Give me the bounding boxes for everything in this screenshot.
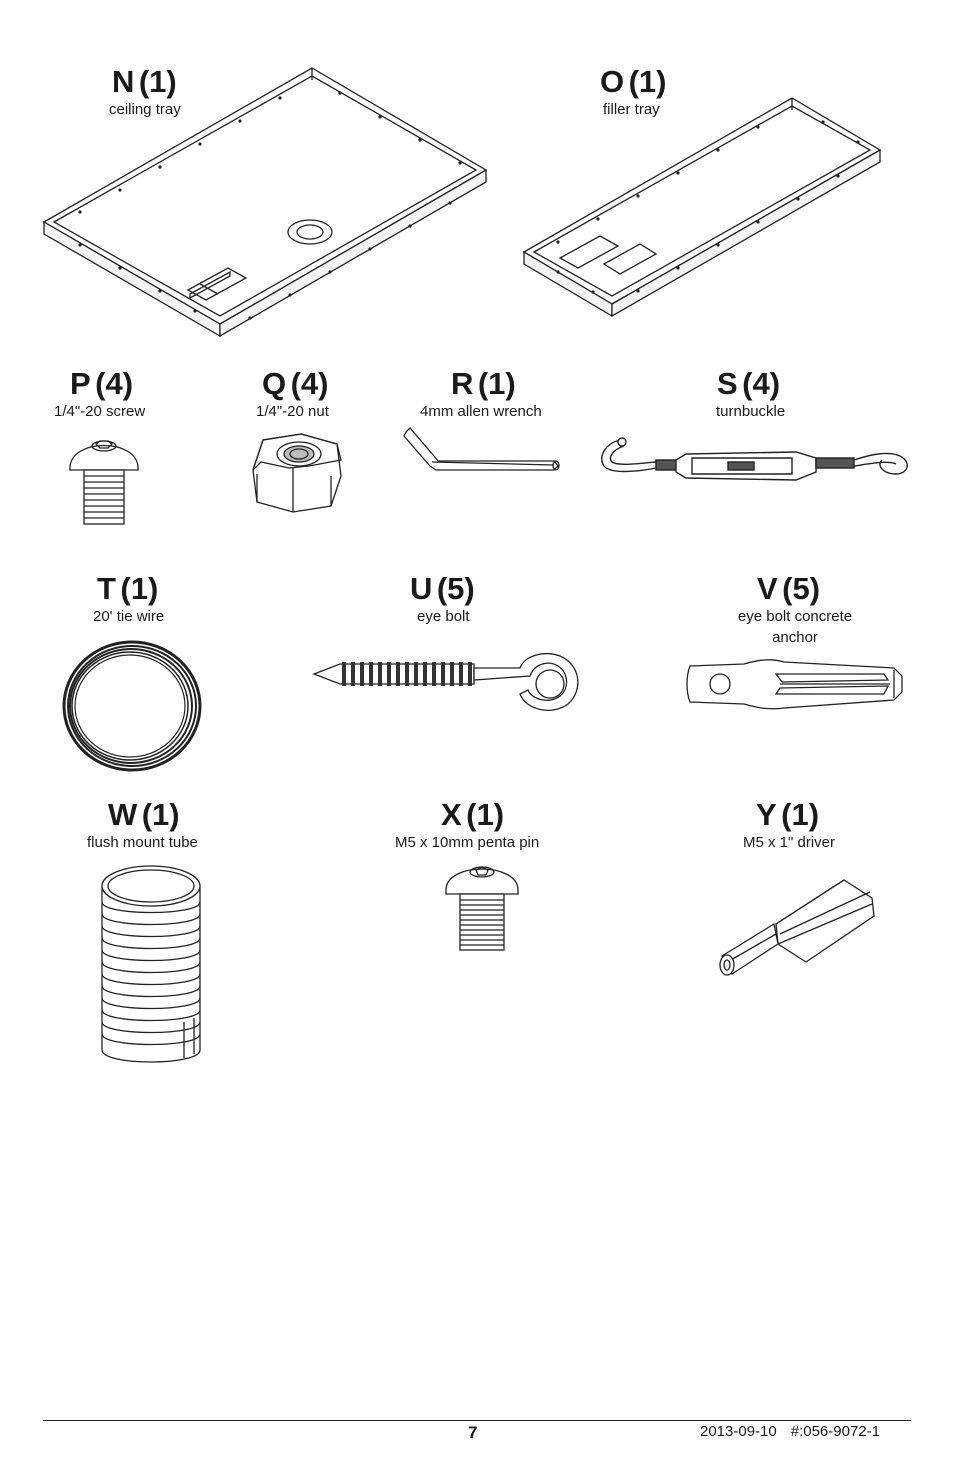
part-description: flush mount tube (87, 834, 198, 851)
part-description: filler tray (603, 101, 660, 118)
part-letter: N (112, 64, 135, 99)
page-number: 7 (468, 1423, 478, 1442)
flush-mount-tube-illustration (98, 862, 204, 1064)
part-letter: X (441, 797, 462, 832)
part-letter: O (600, 64, 625, 99)
part-quantity: (1) (138, 64, 177, 99)
part-quantity: (4) (742, 366, 781, 401)
part-u-header: U (5) (410, 571, 475, 607)
part-x-header: X (1) (441, 797, 504, 833)
part-description: 20' tie wire (93, 608, 165, 625)
allen-wrench-illustration (402, 422, 562, 478)
part-quantity: (5) (782, 571, 821, 606)
part-quantity: (1) (120, 571, 159, 606)
part-quantity: (1) (628, 64, 667, 99)
tie-wire-illustration (60, 638, 204, 774)
part-description: M5 x 10mm penta pin (395, 834, 540, 851)
part-letter: S (717, 366, 738, 401)
part-description: eye bolt concrete (737, 608, 853, 625)
part-letter: U (410, 571, 433, 606)
part-y-header: Y (1) (756, 797, 819, 833)
part-letter: R (451, 366, 474, 401)
part-quantity: (4) (95, 366, 134, 401)
part-p-header: P (4) (70, 366, 133, 402)
turnbuckle-illustration (596, 430, 914, 496)
screw-illustration (66, 432, 144, 528)
part-description: ceiling tray (109, 101, 181, 118)
part-quantity: (1) (466, 797, 505, 832)
part-quantity: (5) (436, 571, 475, 606)
ceiling-tray-illustration (40, 60, 500, 345)
part-v-header: V (5) (757, 571, 820, 607)
eye-bolt-illustration (312, 652, 586, 718)
part-s-header: S (4) (717, 366, 780, 402)
penta-pin-illustration (442, 858, 524, 954)
filler-tray-illustration (518, 92, 888, 322)
part-description: 1/4"-20 nut (256, 403, 329, 420)
part-w-header: W (1) (108, 797, 180, 833)
footer-rule (43, 1420, 911, 1421)
part-letter: P (70, 366, 91, 401)
part-quantity: (1) (141, 797, 180, 832)
part-letter: Q (262, 366, 287, 401)
document-date: 2013-09-10 (700, 1423, 777, 1440)
part-t-header: T (1) (97, 571, 158, 607)
part-quantity: (1) (477, 366, 516, 401)
part-n-header: N (1) (112, 64, 177, 100)
part-letter: V (757, 571, 778, 606)
part-o-header: O (1) (600, 64, 666, 100)
document-info: 2013-09-10 #:056-9072-1 (700, 1423, 894, 1440)
part-q-header: Q (4) (262, 366, 328, 402)
part-description: turnbuckle (716, 403, 786, 420)
part-letter: T (97, 571, 116, 606)
document-number: #:056-9072-1 (790, 1423, 880, 1440)
part-description: 4mm allen wrench (420, 403, 542, 420)
part-quantity: (1) (781, 797, 820, 832)
part-description: eye bolt (417, 608, 470, 625)
part-quantity: (4) (290, 366, 329, 401)
part-description: 1/4"-20 screw (54, 403, 146, 420)
concrete-anchor-illustration (684, 656, 906, 712)
nut-illustration (249, 432, 345, 514)
driver-bit-illustration (714, 872, 878, 982)
part-letter: Y (756, 797, 777, 832)
part-description: M5 x 1" driver (743, 834, 836, 851)
part-description-line2: anchor (772, 629, 818, 646)
part-letter: W (108, 797, 138, 832)
part-r-header: R (1) (451, 366, 516, 402)
